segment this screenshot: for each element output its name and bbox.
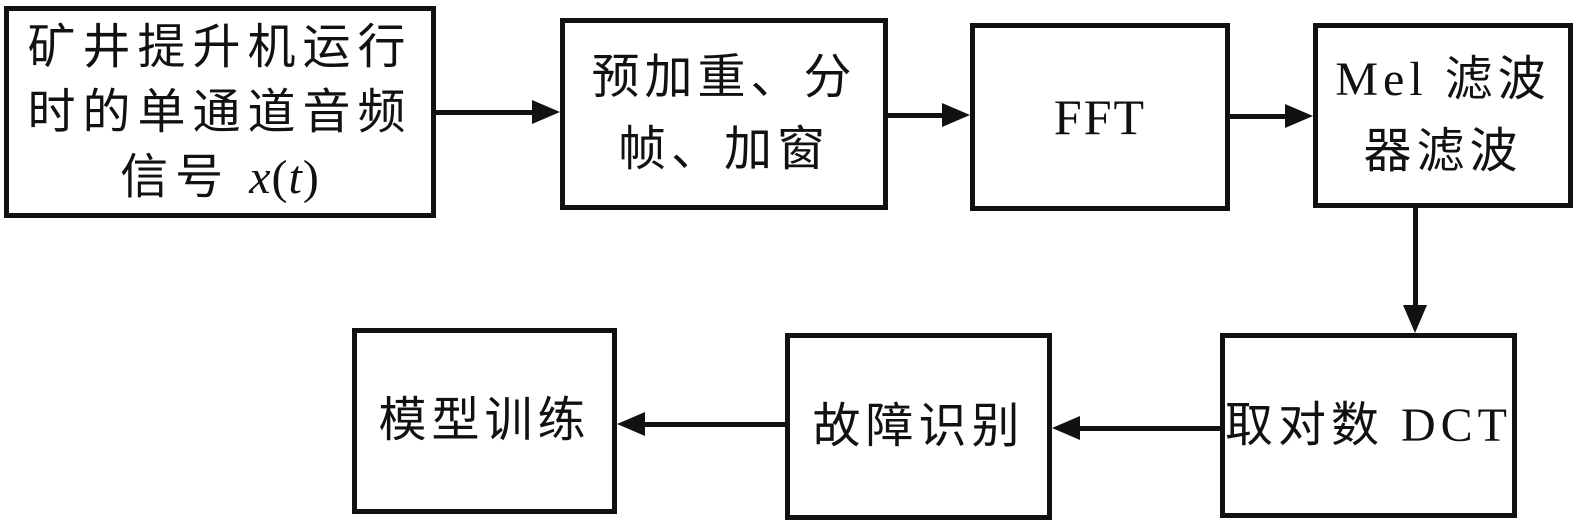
arrow-right-icon [1285,104,1313,128]
arrow-line [1413,206,1418,307]
node-mel-filter-line2: 器滤波 [1363,124,1523,178]
node-log-dct-label: 取对数 DCT [1225,398,1513,452]
node-fft-label: FFT [1053,89,1147,145]
arrow-line [643,422,787,427]
node-fault-recognition: 故障识别 [785,333,1052,520]
arrow-left-icon [617,412,645,436]
node-mel-filter: Mel 滤波 器滤波 [1313,23,1573,208]
node-fft: FFT [970,23,1230,211]
node-model-training-label: 模型训练 [378,394,591,447]
arrow-line [1228,114,1287,119]
node-fault-recognition-label: 故障识别 [812,399,1025,453]
arrow-line [434,110,534,115]
node-audio-signal-line2: 时的单通道音频 [27,85,413,139]
node-preprocess-line1: 预加重、分 [591,51,857,104]
arrow-line [1078,426,1222,431]
node-log-dct: 取对数 DCT [1220,333,1517,518]
arrow-right-icon [532,100,560,124]
node-mel-filter-line1: Mel 滤波 [1335,52,1551,106]
arrow-down-icon [1403,305,1427,333]
node-audio-signal: 矿井提升机运行 时的单通道音频 信号 x(t) [4,6,436,218]
arrow-right-icon [942,103,970,127]
node-audio-signal-line1: 矿井提升机运行 [27,20,413,74]
arrow-left-icon [1052,416,1080,440]
node-model-training: 模型训练 [352,328,617,514]
node-preprocess-line2: 帧、加窗 [617,123,830,176]
node-audio-signal-line3: 信号 x(t) [120,150,320,204]
arrow-line [886,113,944,118]
node-preprocess: 预加重、分 帧、加窗 [560,18,888,210]
